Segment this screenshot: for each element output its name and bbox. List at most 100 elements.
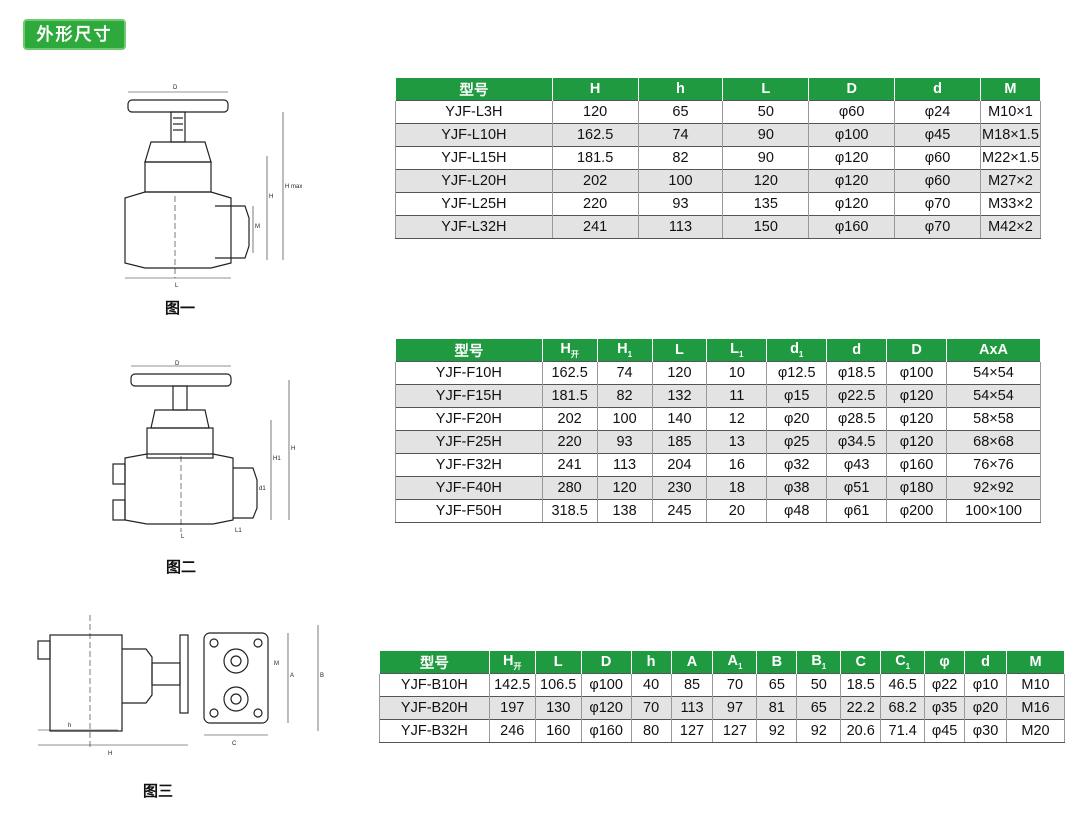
value-cell: 74 — [596, 361, 653, 385]
value-cell: 220 — [541, 430, 598, 454]
value-cell: 241 — [551, 215, 639, 239]
value-cell: 280 — [541, 476, 598, 500]
column-header: D — [580, 651, 632, 674]
value-cell: φ60 — [894, 169, 981, 193]
figure-3-drawing: H h A B C M — [28, 605, 348, 765]
value-cell: 100 — [596, 407, 653, 431]
value-cell: 70 — [630, 696, 672, 720]
value-cell: 50 — [722, 100, 810, 124]
value-cell: M27×2 — [979, 169, 1042, 193]
value-cell: φ38 — [766, 476, 828, 500]
value-cell: 181.5 — [541, 384, 598, 408]
value-cell: 76×76 — [946, 453, 1041, 477]
column-header: A — [670, 651, 714, 674]
value-cell: 241 — [541, 453, 598, 477]
value-cell: φ70 — [894, 192, 981, 216]
value-cell: 93 — [637, 192, 724, 216]
value-cell: 160 — [534, 719, 582, 743]
column-header: 型号 — [395, 78, 553, 101]
fig2-label-l: L — [181, 534, 185, 540]
value-cell: M33×2 — [979, 192, 1042, 216]
value-cell: φ160 — [808, 215, 896, 239]
fig3-label-c: C — [232, 741, 237, 747]
model-cell: YJF-F20H — [395, 407, 543, 431]
value-cell: M18×1.5 — [979, 123, 1042, 147]
value-cell: 68×68 — [946, 430, 1041, 454]
value-cell: 74 — [637, 123, 724, 147]
value-cell: 120 — [651, 361, 708, 385]
value-cell: φ160 — [580, 719, 632, 743]
column-header: d — [964, 651, 1008, 674]
value-cell: 120 — [722, 169, 810, 193]
value-cell: φ32 — [766, 453, 828, 477]
figure-2-caption: 图二 — [166, 558, 197, 576]
value-cell: 71.4 — [880, 719, 926, 743]
fig2-label-l1: L1 — [235, 528, 242, 534]
value-cell: 92 — [796, 719, 842, 743]
value-cell: φ180 — [886, 476, 948, 500]
value-cell: φ18.5 — [826, 361, 888, 385]
value-cell: φ200 — [886, 499, 948, 523]
value-cell: 11 — [706, 384, 768, 408]
value-cell: φ60 — [894, 146, 981, 170]
fig2-label-d: D — [175, 361, 180, 367]
value-cell: 113 — [596, 453, 653, 477]
column-header: M — [979, 78, 1042, 101]
value-cell: 80 — [630, 719, 672, 743]
value-cell: 138 — [596, 499, 653, 523]
column-header: d — [826, 339, 888, 362]
value-cell: 197 — [488, 696, 536, 720]
value-cell: φ160 — [886, 453, 948, 477]
value-cell: 18.5 — [840, 673, 882, 697]
column-header: B1 — [796, 651, 842, 674]
value-cell: 85 — [670, 673, 714, 697]
fig2-label-h1: H1 — [273, 456, 281, 462]
column-header: D — [886, 339, 948, 362]
value-cell: 90 — [722, 123, 810, 147]
value-cell: φ45 — [924, 719, 966, 743]
section-title: 外形尺寸 — [23, 19, 126, 50]
value-cell: φ120 — [808, 146, 896, 170]
value-cell: 127 — [670, 719, 714, 743]
value-cell: 16 — [706, 453, 768, 477]
fig2-label-d1: d1 — [259, 486, 266, 492]
fig1-label-l: L — [175, 283, 179, 289]
column-header: AxA — [946, 339, 1041, 362]
value-cell: 120 — [551, 100, 639, 124]
value-cell: 150 — [722, 215, 810, 239]
value-cell: M10 — [1006, 673, 1065, 697]
value-cell: φ60 — [808, 100, 896, 124]
value-cell: φ100 — [580, 673, 632, 697]
value-cell: 140 — [651, 407, 708, 431]
column-header: D — [808, 78, 896, 101]
value-cell: M10×1 — [979, 100, 1042, 124]
value-cell: 202 — [541, 407, 598, 431]
column-header: d1 — [766, 339, 828, 362]
value-cell: 54×54 — [946, 384, 1041, 408]
value-cell: φ25 — [766, 430, 828, 454]
value-cell: 318.5 — [541, 499, 598, 523]
column-header: L — [651, 339, 708, 362]
model-cell: YJF-B32H — [379, 719, 490, 743]
value-cell: φ20 — [766, 407, 828, 431]
model-cell: YJF-F50H — [395, 499, 543, 523]
column-header: h — [637, 78, 724, 101]
column-header: φ — [924, 651, 966, 674]
figure-1-caption: 图一 — [165, 299, 196, 317]
value-cell: 162.5 — [541, 361, 598, 385]
value-cell: 106.5 — [534, 673, 582, 697]
value-cell: φ30 — [964, 719, 1008, 743]
value-cell: φ12.5 — [766, 361, 828, 385]
value-cell: 58×58 — [946, 407, 1041, 431]
value-cell: 100×100 — [946, 499, 1041, 523]
value-cell: φ28.5 — [826, 407, 888, 431]
value-cell: φ70 — [894, 215, 981, 239]
value-cell: 113 — [637, 215, 724, 239]
